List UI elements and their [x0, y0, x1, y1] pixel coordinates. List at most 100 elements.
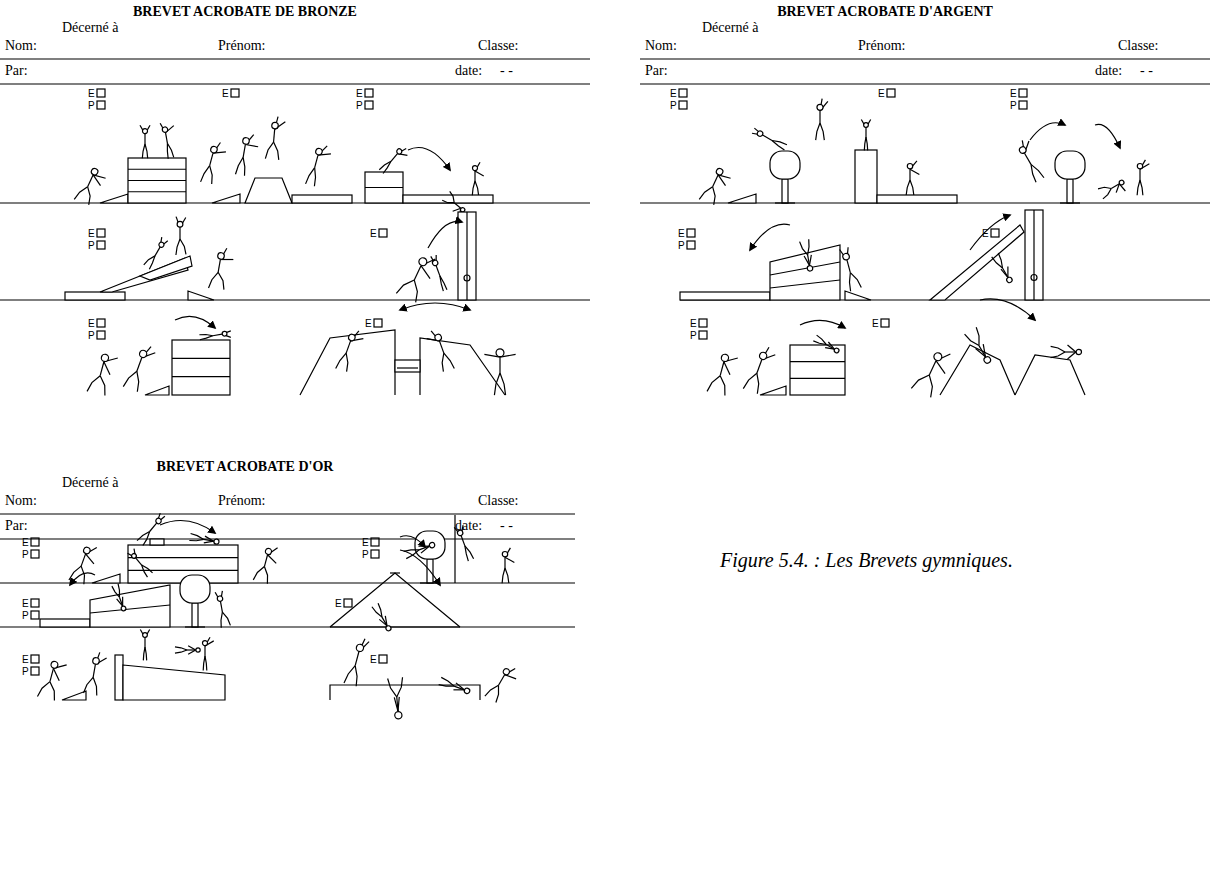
figure-body	[179, 227, 180, 239]
brevet-card	[0, 513, 575, 720]
figure-body	[819, 111, 820, 123]
figure-arm	[808, 255, 813, 266]
figure-arm	[1003, 267, 1012, 278]
figure-head	[50, 661, 58, 669]
stick-figure	[37, 659, 66, 701]
figure-leg	[465, 545, 474, 560]
stick-figure	[484, 349, 515, 395]
figure-arm	[245, 145, 258, 147]
figure-leg	[444, 352, 454, 371]
figure-arm	[51, 668, 62, 680]
figure-head	[833, 347, 839, 353]
figure-head	[177, 221, 183, 227]
motion-arrow	[980, 299, 1035, 320]
figure-leg	[344, 664, 355, 685]
figure-arm	[475, 171, 484, 176]
figure-leg	[175, 650, 187, 653]
box-body	[365, 172, 403, 203]
figure-arm	[1068, 345, 1076, 352]
box-stripe	[128, 180, 186, 181]
figure-head	[418, 256, 429, 267]
figure-arm	[394, 697, 398, 711]
check-box	[344, 599, 352, 607]
buck-foot	[420, 582, 440, 583]
stick-figure	[1014, 138, 1048, 183]
inclined-mat	[1015, 355, 1085, 395]
figure-leg	[699, 184, 712, 202]
figure-head	[933, 351, 944, 362]
floor-mat	[40, 619, 90, 627]
figure-caption: Figure 5.4. : Les Brevets gymniques.	[720, 548, 1013, 572]
figure-body	[155, 247, 160, 256]
stick-figure	[344, 636, 370, 686]
figure-leg	[910, 180, 914, 195]
vaulting-box	[365, 172, 403, 203]
check-letter: E	[982, 228, 989, 239]
check-box	[379, 229, 387, 237]
check-box	[97, 229, 105, 237]
check-letter: E	[22, 654, 29, 665]
figure-head	[715, 167, 724, 176]
stick-figure	[906, 161, 919, 195]
figure-head	[348, 333, 356, 341]
stick-figure	[388, 677, 406, 719]
figure-head	[265, 548, 272, 555]
check-letter: P	[88, 100, 95, 111]
check-box	[365, 89, 373, 97]
figure-body	[210, 153, 213, 166]
stick-figure	[143, 236, 168, 270]
figure-body	[93, 665, 95, 678]
stick-figure	[306, 143, 333, 188]
check-box	[1019, 89, 1027, 97]
inclined-mat	[330, 573, 460, 627]
figure-leg	[112, 585, 120, 598]
figure-body	[499, 675, 505, 686]
figure-arm	[455, 683, 466, 690]
motion-arrow	[408, 148, 450, 171]
check-letter: E	[88, 228, 95, 239]
check-box	[371, 550, 379, 558]
floor-mat	[65, 292, 125, 300]
figure-head	[472, 166, 477, 171]
figure-leg	[396, 276, 414, 298]
figure-arm	[1001, 268, 1008, 278]
form-field: Décerné à	[62, 20, 118, 36]
check-box	[97, 331, 105, 339]
stick-figure	[123, 342, 156, 393]
figure-leg	[350, 666, 361, 687]
check-letter: P	[670, 100, 677, 111]
figure-leg	[189, 537, 203, 543]
figure-leg	[46, 682, 59, 701]
box-stripe	[790, 361, 845, 362]
motion-arrow	[400, 550, 440, 585]
check-letter: P	[356, 100, 363, 111]
stick-figure	[404, 541, 436, 559]
bars-frame	[1025, 210, 1043, 300]
buck-body	[415, 531, 445, 559]
figure-body	[218, 260, 220, 273]
check-box	[881, 319, 889, 327]
check-letter: P	[690, 330, 697, 341]
figure-arm	[397, 697, 401, 711]
stick-figure	[160, 121, 179, 159]
check-letter: P	[22, 610, 29, 621]
bars-upright	[466, 212, 467, 300]
check-letter: E	[678, 228, 685, 239]
check-box	[97, 89, 105, 97]
form-field: Décerné à	[62, 475, 118, 491]
figure-head	[155, 517, 163, 525]
figure-leg	[148, 256, 157, 269]
figure-body	[144, 134, 145, 144]
stick-figure	[813, 335, 840, 354]
form-field: Nom:	[645, 38, 677, 54]
figure-arm	[418, 266, 434, 279]
stick-figure	[201, 140, 228, 186]
figure-leg	[800, 241, 808, 256]
figure-leg	[970, 327, 984, 345]
stick-figure	[69, 542, 100, 586]
stick-figure	[336, 328, 366, 374]
check-box	[31, 550, 39, 558]
stick-figure	[707, 352, 738, 397]
figure-leg	[175, 647, 187, 650]
vaulting-box	[128, 158, 186, 203]
